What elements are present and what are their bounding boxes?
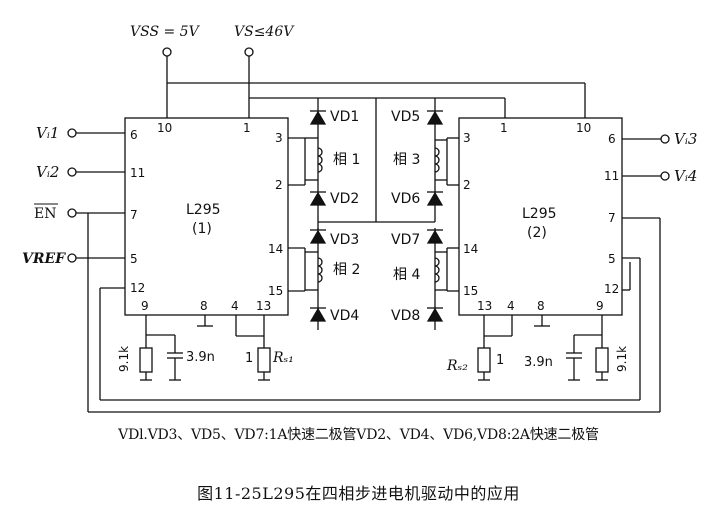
l295-chip-2 [458, 117, 623, 316]
vd5-diode-icon [426, 110, 444, 125]
chip2-index: (2) [527, 225, 547, 241]
phase-4-label: 相 4 [393, 267, 420, 283]
c2-value: 3.9n [524, 355, 553, 370]
rs1-number: 1 [245, 351, 253, 366]
phase-1-label: 相 1 [333, 152, 360, 168]
vd3-diode-icon [309, 229, 327, 244]
chip2-pin-15: 15 [463, 284, 478, 298]
vd8-label: VD8 [391, 308, 420, 324]
coil-phase-1-icon [317, 147, 323, 173]
chip1-pin-3: 3 [275, 131, 283, 145]
vd6-diode-icon [426, 191, 444, 206]
vd7-diode-icon [426, 229, 444, 244]
chip2-pin-13: 13 [477, 299, 492, 313]
vd3-label: VD3 [330, 232, 359, 248]
vss-label: VSS = 5V [130, 24, 201, 40]
vd2-label: VD2 [330, 191, 359, 207]
chip2-pin-14: 14 [463, 242, 478, 256]
vd6-label: VD6 [391, 191, 420, 207]
chip1-pin-8: 8 [200, 299, 208, 313]
chip2-pin-3: 3 [463, 131, 471, 145]
vi3-label: Vᵢ3 [674, 130, 697, 148]
c1-value: 3.9n [186, 350, 215, 365]
vi4-label: Vᵢ4 [674, 167, 697, 185]
chip1-pin-7: 7 [130, 208, 138, 222]
vd1-label: VD1 [330, 109, 359, 125]
chip1-name: L295 [186, 202, 221, 218]
phase-2-label: 相 2 [333, 262, 360, 278]
vd5-label: VD5 [391, 109, 420, 125]
chip2-pin-5: 5 [608, 252, 616, 266]
chip1-pin-12: 12 [130, 281, 145, 295]
chip2-pin-9: 9 [596, 299, 604, 313]
coil-phase-2-icon [317, 257, 323, 283]
resistor-9k1-left [139, 347, 153, 373]
coil-phase-3-icon [434, 147, 440, 173]
chip1-pin-14: 14 [268, 242, 283, 256]
chip2-pin-11: 11 [604, 169, 619, 183]
chip2-pin-7: 7 [608, 211, 616, 225]
vi1-label: Vᵢ1 [36, 124, 59, 142]
chip2-pin-6: 6 [608, 132, 616, 146]
chip2-pin-12: 12 [604, 282, 619, 296]
chip2-name: L295 [522, 206, 557, 222]
diode-note: VDl.VD3、VD5、VD7:1A快速二极管VD2、VD4、VD6,VD8:2… [118, 427, 599, 443]
chip2-pin-10: 10 [576, 121, 591, 135]
vd2-diode-icon [309, 191, 327, 206]
figure-title: 图11-25L295在四相步进电机驱动中的应用 [197, 484, 520, 503]
chip1-pin-2: 2 [275, 178, 283, 192]
chip1-pin-4: 4 [231, 299, 239, 313]
coil-phase-4-icon [434, 257, 440, 283]
chip1-pin-9: 9 [141, 299, 149, 313]
vd4-diode-icon [309, 307, 327, 322]
chip1-pin-15: 15 [268, 284, 283, 298]
vd1-diode-icon [309, 110, 327, 125]
sense-resistor-1 [257, 347, 271, 373]
rs2-label: Rₛ₂ [446, 358, 468, 374]
chip2-pin-8: 8 [537, 299, 545, 313]
en-label: EN [34, 206, 56, 222]
chip1-index: (1) [192, 221, 212, 237]
chip1-pin-13: 13 [256, 299, 271, 313]
l295-chip-1 [124, 117, 289, 316]
chip1-pin-5: 5 [130, 252, 138, 266]
chip2-pin-2: 2 [463, 178, 471, 192]
chip1-pin-10: 10 [157, 121, 172, 135]
vd8-diode-icon [426, 307, 444, 322]
r2-value: 9.1k [615, 346, 629, 372]
chip2-pin-1: 1 [500, 121, 508, 135]
vd4-label: VD4 [330, 308, 359, 324]
rs1-label: Rₛ₁ [272, 350, 294, 366]
chip1-pin-6: 6 [130, 128, 138, 142]
chip2-pin-4: 4 [507, 299, 515, 313]
r1-value: 9.1k [117, 346, 131, 372]
vs-label: VS≤46V [234, 24, 295, 40]
vref-label: VREF [22, 251, 66, 267]
chip1-pin-1: 1 [243, 121, 251, 135]
rs2-number: 1 [496, 353, 504, 368]
vs-terminal [244, 47, 254, 57]
vi2-label: Vᵢ2 [36, 163, 59, 181]
chip1-pin-11: 11 [130, 166, 145, 180]
sense-resistor-2 [477, 347, 491, 373]
phase-3-label: 相 3 [393, 152, 420, 168]
vss-terminal [162, 47, 172, 57]
vd7-label: VD7 [391, 232, 420, 248]
resistor-9k1-right [595, 347, 609, 373]
